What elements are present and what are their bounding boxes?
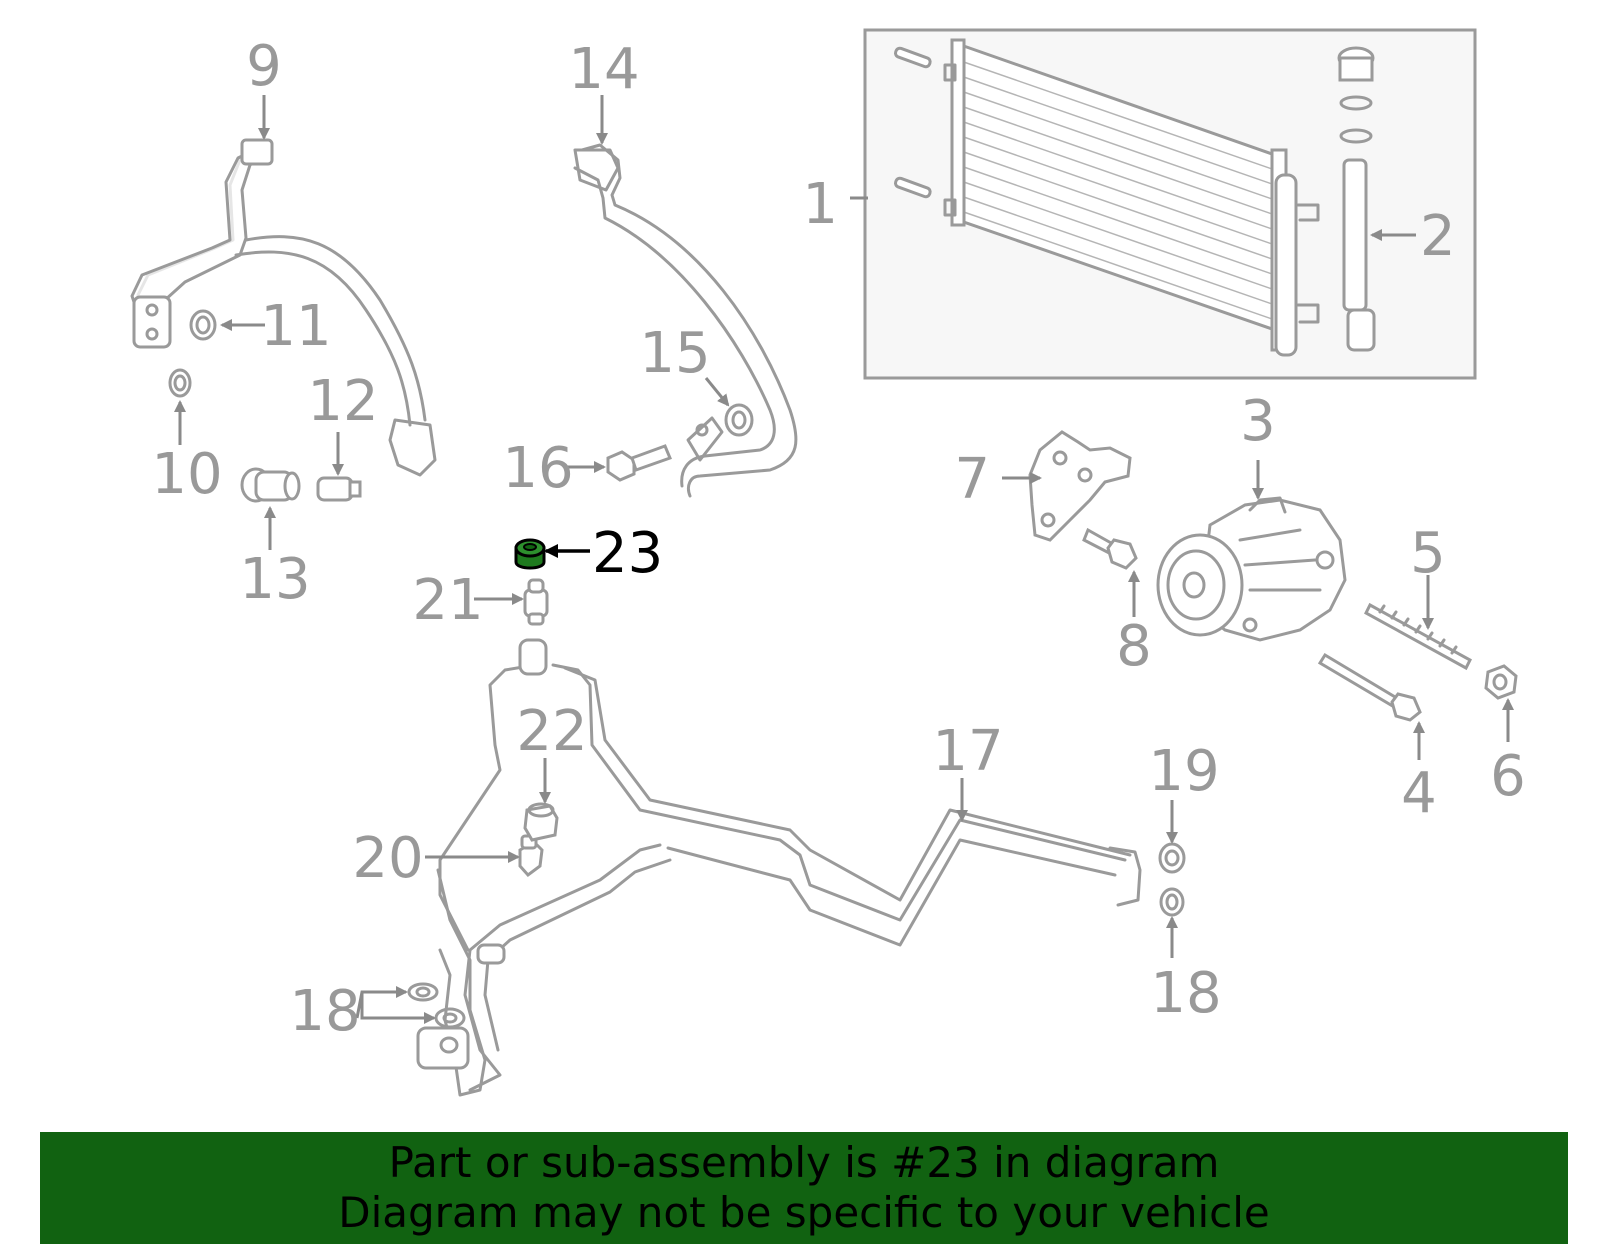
callout-2: 2 (1420, 204, 1456, 269)
condenser-pin-upper (894, 46, 932, 69)
suction-hose-fitting (573, 148, 620, 192)
drier-plug (1346, 308, 1376, 352)
callout-4: 4 (1401, 761, 1437, 826)
callout-23-highlighted: 23 (592, 521, 663, 586)
callout-13: 13 (239, 547, 310, 612)
callout-20: 20 (352, 826, 423, 891)
hose-block-fitting (132, 295, 172, 349)
drier-o-ring-2 (1339, 128, 1373, 144)
cap-22[interactable] (523, 802, 559, 842)
seal-18-left-lower[interactable] (434, 1007, 466, 1029)
callout-18-left: 18 (289, 979, 360, 1044)
drier-o-ring-1 (1339, 95, 1373, 111)
compressor-bracket-7[interactable] (1028, 430, 1132, 542)
o-ring-15[interactable] (724, 403, 754, 437)
callout-7: 7 (954, 447, 990, 512)
valve-21[interactable] (523, 578, 549, 626)
o-ring-11-inner (195, 315, 211, 335)
callout-18-right: 18 (1150, 961, 1221, 1026)
callout-1: 1 (802, 172, 838, 237)
callout-6: 6 (1490, 744, 1526, 809)
callout-19: 19 (1148, 739, 1219, 804)
banner-line-1: Part or sub-assembly is #23 in diagram (388, 1138, 1220, 1187)
cap-23-highlighted[interactable] (514, 538, 546, 570)
pressure-switch-12[interactable] (316, 476, 362, 502)
line-lower-branch (436, 868, 487, 1097)
condenser-mount-tab-lower (943, 198, 957, 217)
callout-15: 15 (639, 321, 710, 386)
callout-21: 21 (412, 568, 483, 633)
condenser-left-tank (950, 38, 966, 227)
hose-end-fitting (240, 138, 274, 166)
condenser-fins (957, 59, 1276, 321)
bolt-8[interactable] (1082, 527, 1138, 570)
valve-core-20[interactable] (518, 834, 544, 878)
o-ring-15-inner (731, 410, 747, 430)
seal-18-left-upper-inner (415, 986, 431, 998)
stud-5[interactable] (1364, 602, 1472, 671)
o-ring-11[interactable] (189, 309, 217, 341)
bolt-16[interactable] (606, 444, 672, 482)
o-ring-10-inner (173, 374, 187, 392)
drier-cap-body (1338, 56, 1374, 82)
suction-hose[interactable] (573, 143, 798, 498)
o-ring-10[interactable] (168, 368, 192, 398)
banner-line-2: Diagram may not be specific to your vehi… (338, 1188, 1270, 1237)
bolt-4[interactable] (1317, 652, 1422, 722)
callout-3: 3 (1240, 389, 1276, 454)
seal-18-right[interactable] (1159, 887, 1185, 917)
condenser-assembly[interactable] (863, 28, 1477, 380)
callout-10: 10 (151, 442, 222, 507)
discharge-hose[interactable] (130, 138, 437, 477)
line-fitting-top (518, 638, 548, 676)
receiver-drier (1274, 173, 1298, 357)
leader-arrows (174, 95, 1514, 1024)
seal-18-right-inner (1165, 893, 1179, 911)
callout-9: 9 (246, 34, 282, 99)
part-info-banner: Part or sub-assembly is #23 in diagram D… (40, 1132, 1568, 1244)
seal-18-left-lower-inner (442, 1012, 458, 1024)
callout-11: 11 (260, 294, 331, 359)
nut-6[interactable] (1484, 664, 1518, 700)
condenser-bracket-lower (1296, 303, 1320, 324)
seal-18-left-upper[interactable] (407, 982, 439, 1002)
callout-16: 16 (502, 436, 573, 501)
seal-19-inner (1164, 849, 1180, 867)
callout-17: 17 (932, 719, 1003, 784)
drier-insert[interactable] (1337, 46, 1376, 352)
drier-filter-element (1342, 158, 1368, 312)
callout-5: 5 (1410, 521, 1446, 586)
callout-22: 22 (516, 699, 587, 764)
compressor-hub (1182, 571, 1206, 599)
hose-lower-fitting (388, 418, 437, 477)
compressor-port (1248, 496, 1287, 514)
ac-compressor[interactable] (1156, 496, 1347, 642)
callout-14: 14 (568, 37, 639, 102)
compressor-ribs (1238, 528, 1322, 592)
callout-12: 12 (307, 369, 378, 434)
callout-8: 8 (1116, 614, 1152, 679)
hose-flex-section (244, 235, 427, 422)
callout-labels: 1 2 3 4 5 6 7 8 9 10 11 12 13 14 15 16 1… (151, 34, 1525, 1044)
liquid-line-assembly[interactable] (416, 638, 1142, 1097)
condenser-pin-lower (894, 176, 932, 199)
condenser-mount-tab (943, 63, 957, 82)
pressure-sensor-13[interactable] (240, 467, 301, 503)
compressor-clutch-plate (1166, 549, 1226, 621)
condenser-bracket-upper (1296, 203, 1320, 222)
line-coupling (476, 943, 506, 965)
seal-19[interactable] (1158, 842, 1186, 874)
